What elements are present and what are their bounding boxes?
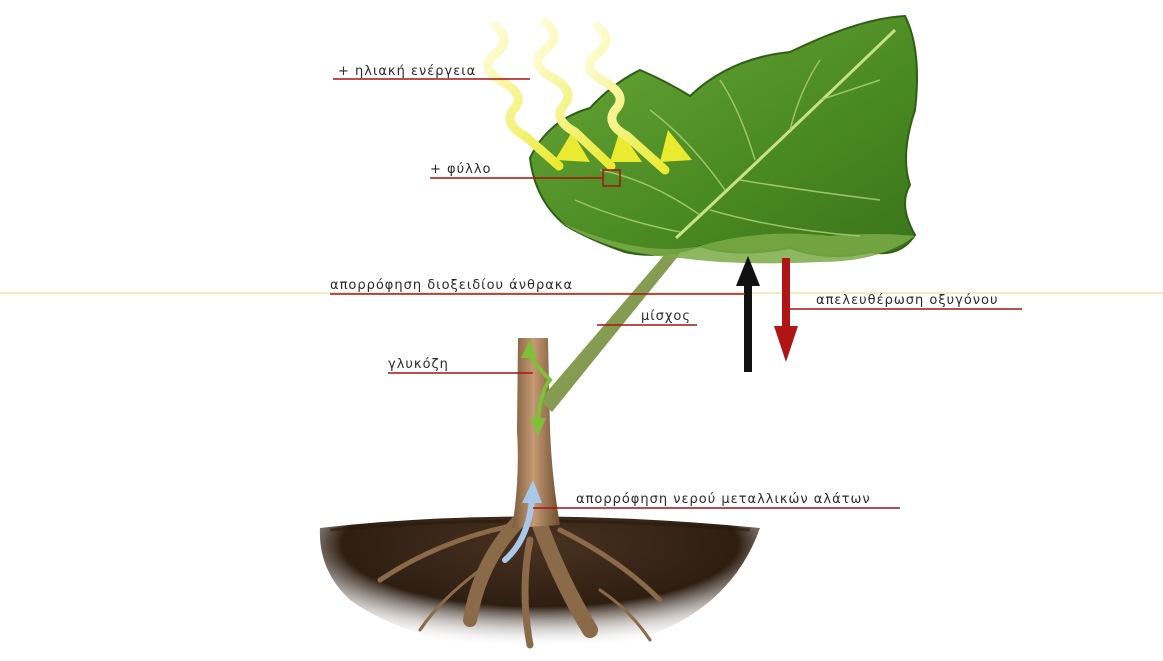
label-leaf: + φύλλο [430,162,491,178]
oxygen-arrow [774,258,798,362]
label-stem: μίσχος [641,309,691,325]
label-co2-absorption: απορρόφηση διοξειδίου άνθρακα [330,278,573,294]
label-glucose: γλυκόζη [388,357,449,373]
co2-arrow [736,256,760,372]
label-solar-energy: + ηλιακή ενέργεια [338,64,476,80]
stem [540,246,680,412]
label-oxygen-release: απελευθέρωση οξυγόνου [816,293,999,309]
label-water-absorption: απορρόφηση νερού μεταλλικών αλάτων [576,492,871,508]
